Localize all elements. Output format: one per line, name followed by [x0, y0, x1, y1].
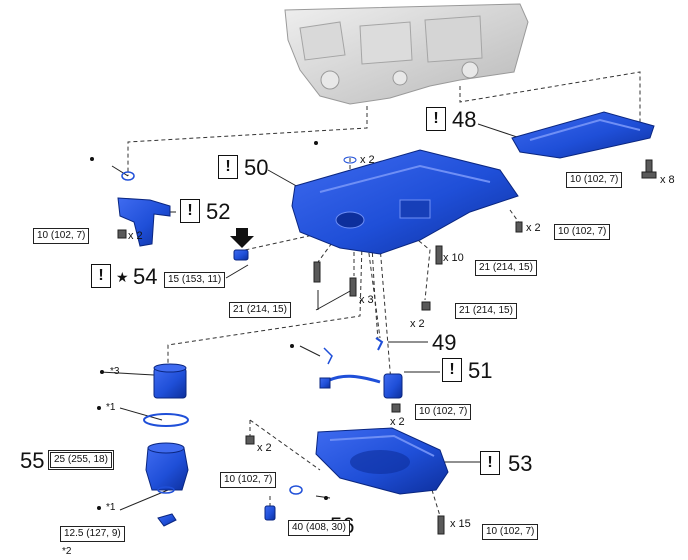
bullet-dot — [290, 344, 294, 348]
callout-53: 53 — [508, 451, 533, 476]
star-icon: ★ — [116, 269, 129, 285]
warning-54: ! — [91, 264, 111, 288]
quantity-x2-sensor: x 2 — [390, 416, 405, 428]
torque-spec-x10: 21 (214, 15) — [475, 260, 537, 276]
quantity-x2-pan-no2: x 2 — [257, 442, 272, 454]
note-star3: *3 — [110, 366, 120, 377]
quantity-x2-strainer: x 2 — [128, 230, 143, 242]
bullet-dot — [100, 370, 104, 374]
torque-spec-oil-strainer: 10 (102, 7) — [33, 228, 90, 244]
warning-50: ! — [218, 155, 238, 179]
oil-baffle-plate-48 — [511, 111, 655, 159]
quantity-x8: x 8 — [660, 174, 675, 186]
warning-51: ! — [442, 358, 462, 382]
oil-filter-parts-55 — [143, 363, 189, 527]
torque-spec-sensor-51: 10 (102, 7) — [415, 404, 472, 420]
torque-spec-filter-cap: 25 (255, 18) — [48, 450, 114, 470]
torque-spec-baffle: 10 (102, 7) — [566, 172, 623, 188]
note-star1-a: *1 — [106, 402, 116, 413]
bullet-dot — [97, 406, 101, 410]
clip-49 — [323, 337, 384, 365]
oil-strainer-52 — [117, 171, 171, 247]
torque-spec-studs: 21 (214, 15) — [455, 303, 517, 319]
warning-53: ! — [480, 451, 500, 475]
bullet-dot — [324, 496, 328, 500]
callout-51: 51 — [468, 358, 493, 383]
quantity-x15: x 15 — [450, 518, 471, 530]
bolts — [117, 156, 657, 535]
oil-level-sensor-51 — [319, 373, 403, 399]
sensor-54 — [230, 228, 254, 261]
quantity-x2-oring: x 2 — [360, 154, 375, 166]
engine-block — [284, 3, 529, 105]
warning-52: ! — [180, 199, 200, 223]
callout-54: 54 — [133, 264, 158, 289]
warning-48: ! — [426, 107, 446, 131]
torque-spec-pan-bolts: 10 (102, 7) — [554, 224, 611, 240]
callout-48: 48 — [452, 107, 477, 132]
callout-49: 49 — [432, 330, 457, 355]
quantity-x2-studs: x 2 — [410, 318, 425, 330]
callout-52: 52 — [206, 199, 231, 224]
note-star1-b: *1 — [106, 502, 116, 513]
bullet-dot — [97, 506, 101, 510]
torque-spec-drain-plug: 12.5 (127, 9) — [60, 526, 125, 542]
plug-56 — [264, 485, 303, 521]
callout-55: 55 — [20, 448, 45, 473]
quantity-x2-pan: x 2 — [526, 222, 541, 234]
callout-50: 50 — [244, 155, 269, 180]
torque-spec-pan-no2-bolts: 10 (102, 7) — [482, 524, 539, 540]
torque-spec-x3: 21 (214, 15) — [229, 302, 291, 318]
oil-pan-no1-50 — [291, 149, 519, 255]
oil-pan-no2-53 — [315, 427, 449, 495]
quantity-x10: x 10 — [443, 252, 464, 264]
quantity-x3: x 3 — [359, 294, 374, 306]
torque-spec-sensor-54: 15 (153, 11) — [164, 272, 226, 288]
torque-spec-pan-no2: 10 (102, 7) — [220, 472, 277, 488]
note-star2: *2 — [62, 546, 72, 557]
bullet-dot — [90, 157, 94, 161]
bullet-dot — [314, 141, 318, 145]
torque-spec-plug-56: 40 (408, 30) — [288, 520, 350, 536]
